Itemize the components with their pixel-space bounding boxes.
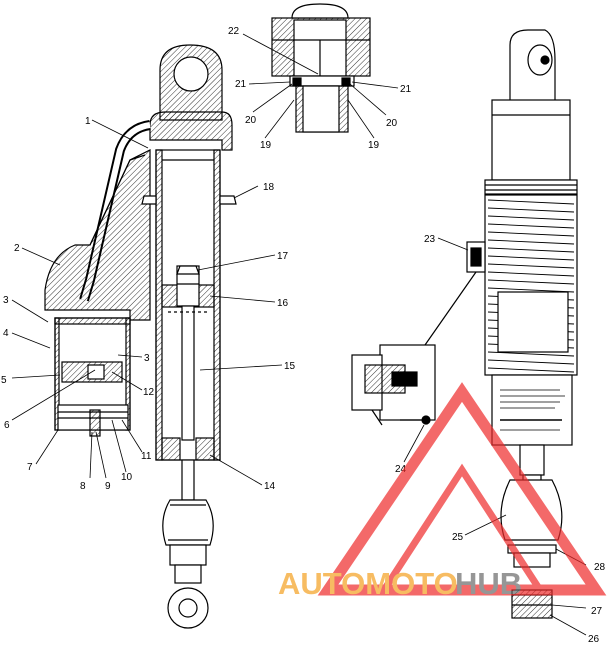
watermark-inner-triangle (377, 463, 547, 594)
callout-9: 9 (105, 481, 111, 492)
callout-15: 15 (284, 361, 296, 372)
callout-3b: 3 (144, 353, 150, 364)
leader-lines (11, 33, 587, 636)
watermark-text-main: AUTOMOTO (278, 566, 458, 601)
callout-24: 24 (395, 464, 407, 475)
callout-10: 10 (121, 472, 133, 483)
callout-5: 5 (1, 375, 7, 386)
callout-16: 16 (277, 298, 289, 309)
callout-20a: 20 (245, 115, 257, 126)
callout-19b: 19 (368, 140, 380, 151)
callout-22: 22 (228, 26, 240, 37)
callout-20b: 20 (386, 118, 398, 129)
left-shock-section (44, 44, 237, 629)
product-label (500, 389, 565, 431)
callout-27: 27 (591, 606, 603, 617)
callout-23: 23 (424, 234, 436, 245)
watermark-text-hub: HUB (455, 566, 522, 601)
callout-21b: 21 (400, 84, 412, 95)
callout-labels: 1 2 3 4 5 6 7 8 9 10 11 12 3 14 15 16 17… (1, 26, 606, 645)
callout-12: 12 (143, 387, 155, 398)
callout-2: 2 (14, 243, 20, 254)
callout-17: 17 (277, 251, 289, 262)
watermark-logo: AUTOMOTO HUB (278, 382, 607, 601)
top-seal-detail (271, 3, 371, 133)
callout-26: 26 (588, 634, 600, 645)
callout-3: 3 (3, 295, 9, 306)
callout-11: 11 (141, 451, 152, 462)
callout-28: 28 (594, 562, 606, 573)
callout-1: 1 (85, 116, 91, 127)
callout-25: 25 (452, 532, 464, 543)
right-shock-exterior (351, 29, 578, 619)
callout-6: 6 (4, 420, 10, 431)
callout-21a: 21 (235, 79, 247, 90)
callout-8: 8 (80, 481, 86, 492)
callout-7: 7 (27, 462, 33, 473)
callout-18: 18 (263, 182, 275, 193)
callout-4: 4 (3, 328, 9, 339)
callout-14: 14 (264, 481, 276, 492)
callout-19a: 19 (260, 140, 272, 151)
